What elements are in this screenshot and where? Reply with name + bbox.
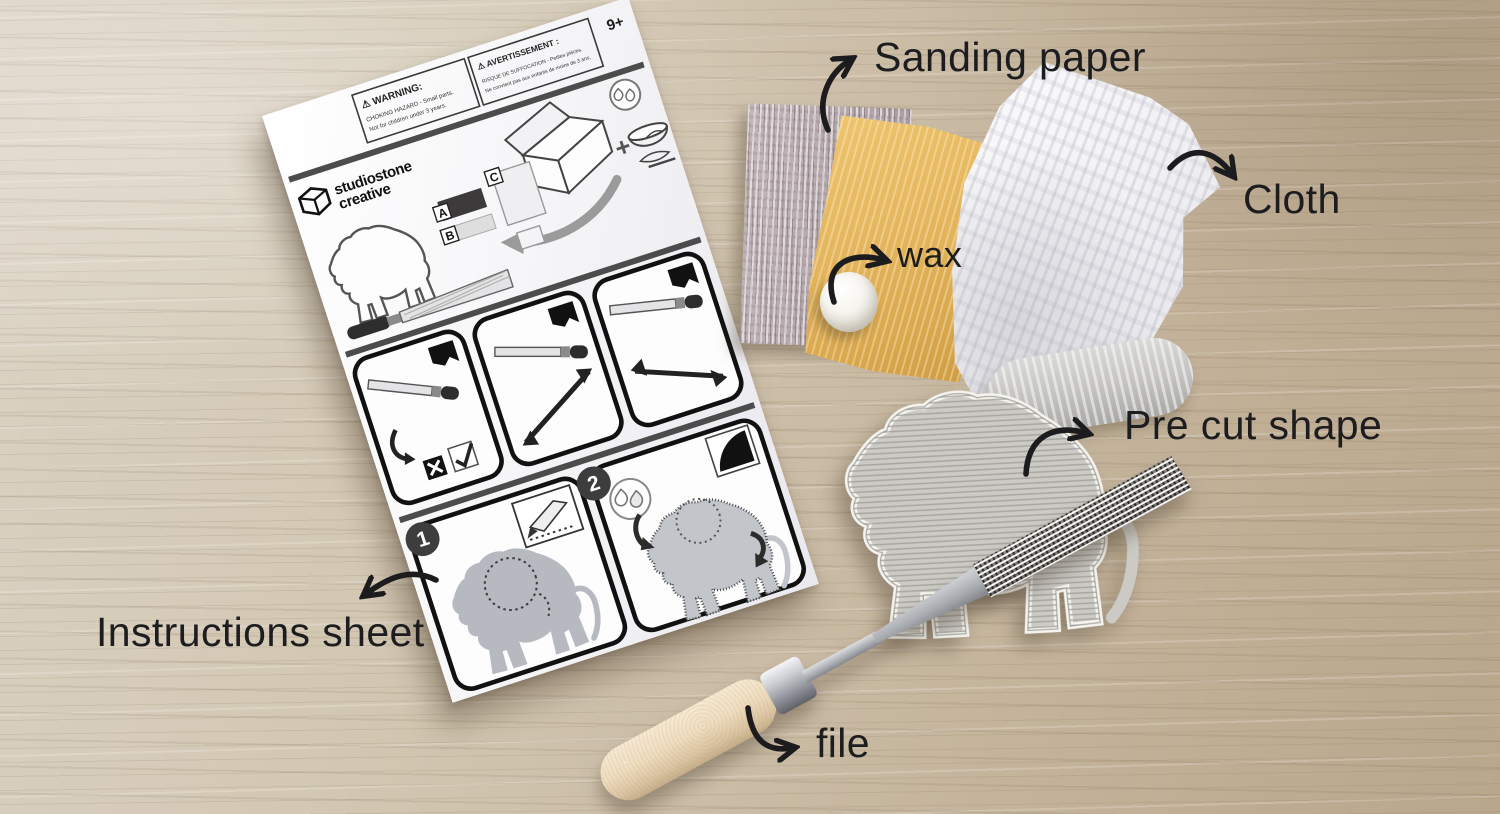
part-b-label: B [444, 228, 457, 244]
file-handle [590, 669, 787, 811]
instructions-sheet: ⚠ WARNING: CHOKING HAZARD - Small parts.… [262, 0, 819, 703]
pencil-inset-icon [510, 484, 585, 549]
file-shaft [801, 631, 882, 683]
corner-glyph-icon [667, 262, 700, 288]
sanding-paper-label: Sanding paper [874, 34, 1146, 80]
divider-bar [398, 402, 756, 524]
marked-line-circle [483, 557, 538, 612]
water-drops-badge-icon [609, 78, 642, 111]
file-label: file [816, 720, 871, 766]
divider-bar [344, 236, 702, 358]
step-1-panel: 1 [405, 476, 628, 691]
pre-cut-shape-label: Pre cut shape [1124, 402, 1383, 448]
age-rating: 9+ [605, 13, 627, 35]
cloth-label: Cloth [1243, 176, 1341, 222]
part-b-swatch: B [439, 213, 497, 246]
wax-label: wax [897, 234, 963, 275]
wax-ball [820, 272, 878, 332]
corner-glyph-icon [427, 340, 460, 366]
warning-box-fr: ⚠ AVERTISSEMENT : RISQUE DE SUFFOCATION … [466, 17, 605, 107]
divider-bar [288, 61, 645, 183]
technique-panel-1 [352, 329, 504, 506]
studiostone-cube-logo-icon [297, 187, 332, 216]
corner-glyph-icon [547, 301, 580, 327]
step-1-badge [405, 522, 440, 557]
file-drawing [347, 268, 514, 340]
stroke-direction-arrow-icon [634, 368, 724, 379]
step-2-badge [576, 466, 611, 501]
wax-pack-drawing [515, 224, 546, 251]
open-box-icon [503, 101, 614, 195]
part-c-swatch: C [483, 160, 547, 251]
technique-panel-3 [592, 251, 744, 428]
warning-box-en: ⚠ WARNING: CHOKING HAZARD - Small parts.… [350, 57, 481, 144]
stroke-direction-arrow-icon [523, 369, 591, 445]
part-c-label: C [488, 169, 501, 185]
step-2-panel: 2 [576, 418, 806, 633]
water-drops-icon [609, 477, 652, 520]
water-bowl-icon [627, 122, 676, 169]
part-a-swatch: A [431, 187, 488, 223]
rounded-corner-glyph-icon [704, 424, 761, 478]
studiostone-logo: studiostone creative [297, 158, 414, 216]
technique-panel-2 [472, 290, 624, 467]
instructions-sheet-label: Instructions sheet [96, 609, 425, 655]
part-a-label: A [436, 205, 449, 221]
